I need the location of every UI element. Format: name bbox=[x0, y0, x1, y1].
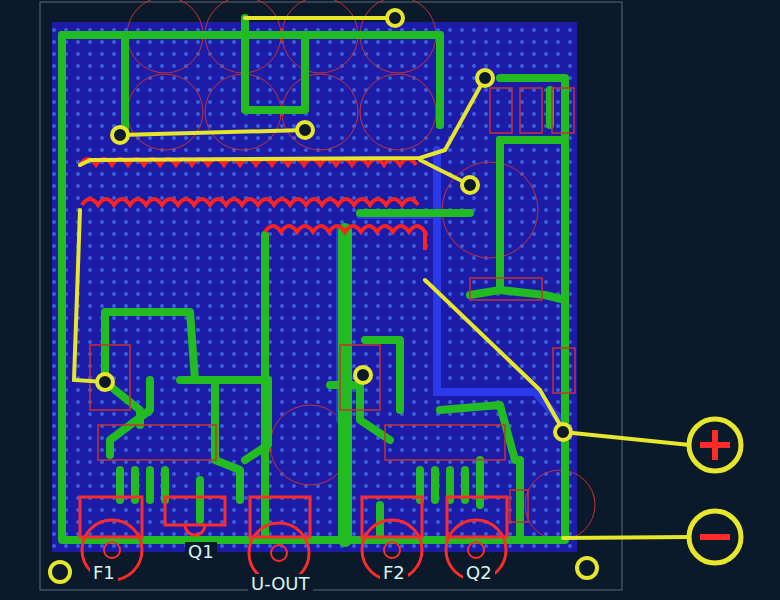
terminal-blocks bbox=[80, 497, 507, 583]
part-label: F1 bbox=[90, 563, 118, 583]
part-label: Q2 bbox=[463, 563, 495, 583]
power-terminals bbox=[689, 419, 741, 563]
terminal-screws bbox=[104, 542, 484, 561]
mounting-holes bbox=[50, 558, 597, 582]
part-label: F2 bbox=[380, 563, 408, 583]
wire-jumpers bbox=[74, 18, 690, 538]
ground-plane bbox=[52, 22, 577, 552]
part-label: Q1 bbox=[185, 542, 217, 562]
top-traces bbox=[62, 18, 565, 540]
capacitor-footprints bbox=[127, 0, 595, 540]
part-label: U-OUT bbox=[248, 574, 313, 594]
inductor-coils bbox=[80, 159, 425, 250]
hole-grid bbox=[52, 22, 577, 552]
component-outlines bbox=[90, 88, 575, 522]
jumper-pads bbox=[97, 10, 571, 440]
board-outline bbox=[40, 2, 622, 590]
